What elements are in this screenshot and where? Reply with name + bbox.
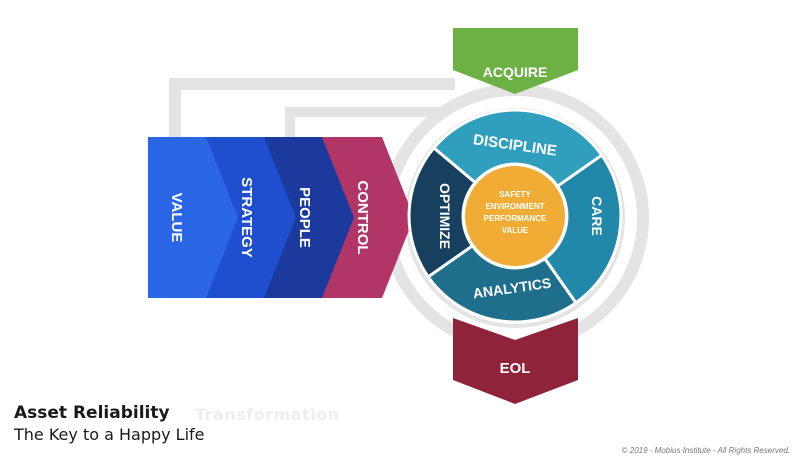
optimize-label: OPTIMIZE [437, 183, 453, 249]
center-line-value: VALUE [502, 226, 529, 235]
ring-segment-care [542, 153, 623, 305]
care-label: CARE [589, 196, 605, 236]
acquire-arrow: ACQUIRE [453, 28, 578, 94]
ring-group [407, 108, 623, 324]
chevron-group: VALUE STRATEGY PEOPLE CONTROL [148, 137, 414, 298]
chevron-control [322, 137, 414, 298]
chevron-strategy [206, 137, 298, 298]
eol-label: EOL [500, 360, 531, 377]
ring-segment-discipline [431, 108, 604, 189]
chevron-label-value: VALUE [168, 193, 185, 243]
chevron-label-people: PEOPLE [296, 187, 313, 248]
chevron-label-control: CONTROL [354, 180, 371, 254]
chevron-people [264, 137, 356, 298]
chevron-value [148, 137, 240, 298]
eol-arrow: EOL [453, 318, 578, 404]
page-subtitle: The Key to a Happy Life [14, 425, 205, 444]
copyright-notice: © 2019 - Mobius Institute - All Rights R… [621, 446, 790, 455]
acquire-label: ACQUIRE [483, 64, 548, 80]
center-line-environment: ENVIRONMENT [485, 202, 544, 211]
center-hub: SAFETY ENVIRONMENT PERFORMANCE VALUE [465, 166, 565, 266]
page-title: Asset Reliability [14, 403, 170, 423]
center-line-safety: SAFETY [499, 190, 531, 199]
center-line-performance: PERFORMANCE [484, 214, 547, 223]
ghost-text: Transformation [195, 405, 340, 424]
center-circle [465, 166, 565, 266]
ring-segment-analytics [426, 243, 578, 324]
title-block: Asset Reliability The Key to a Happy Lif… [14, 402, 205, 446]
chevron-label-strategy: STRATEGY [238, 177, 255, 258]
ring-segment-optimize [407, 145, 478, 279]
